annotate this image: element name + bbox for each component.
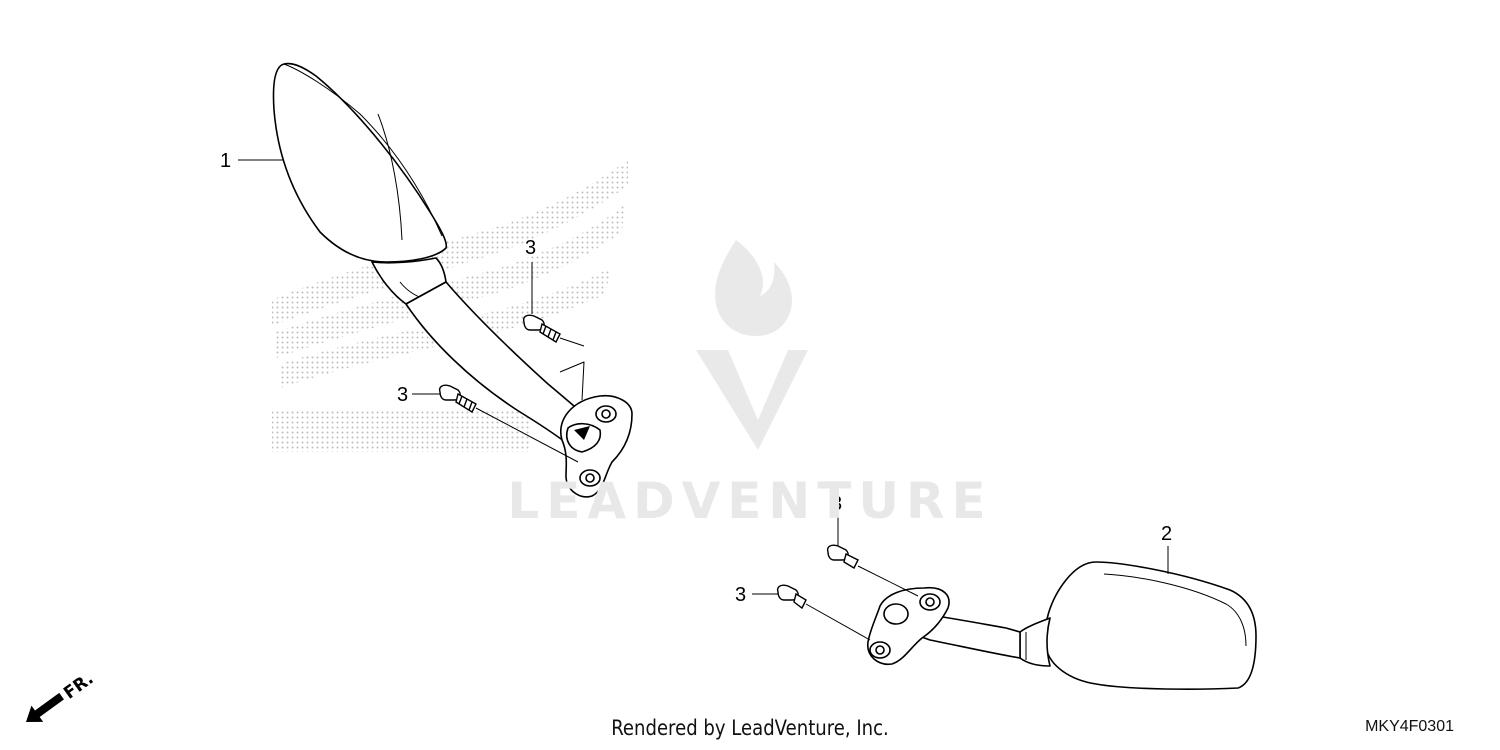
right-mirror-assembly	[867, 561, 1257, 690]
callout-bolt-b: 3	[397, 384, 408, 406]
callout-bolt-d: 3	[735, 584, 746, 606]
arrow-left-icon	[26, 692, 64, 722]
leader-lines	[238, 159, 1169, 641]
left-mirror-base	[560, 394, 633, 498]
bolt-d	[776, 584, 807, 610]
callout-left-mirror: 1	[220, 150, 231, 172]
leadventure-logo-watermark	[696, 240, 808, 450]
left-mirror-neck	[371, 257, 447, 305]
front-direction-label: FR.	[60, 669, 97, 704]
right-mirror-head	[1044, 561, 1257, 690]
callout-right-mirror: 2	[1161, 523, 1172, 545]
bolt-b	[438, 384, 477, 414]
bolt-c	[826, 544, 859, 569]
callout-bolt-a: 3	[525, 237, 536, 259]
front-direction-arrow: FR.	[26, 669, 97, 722]
bolt-a	[522, 314, 561, 344]
footer-credit: Rendered by LeadVenture, Inc.	[611, 716, 889, 740]
left-mirror-assembly	[272, 62, 633, 498]
callout-bolt-c: 3	[831, 493, 842, 515]
right-mirror-neck	[1019, 617, 1051, 667]
left-mirror-head	[272, 62, 448, 263]
leadventure-watermark-text: LEADVENTURE	[507, 472, 993, 530]
diagram-code: MKY4F0301	[1365, 718, 1454, 735]
